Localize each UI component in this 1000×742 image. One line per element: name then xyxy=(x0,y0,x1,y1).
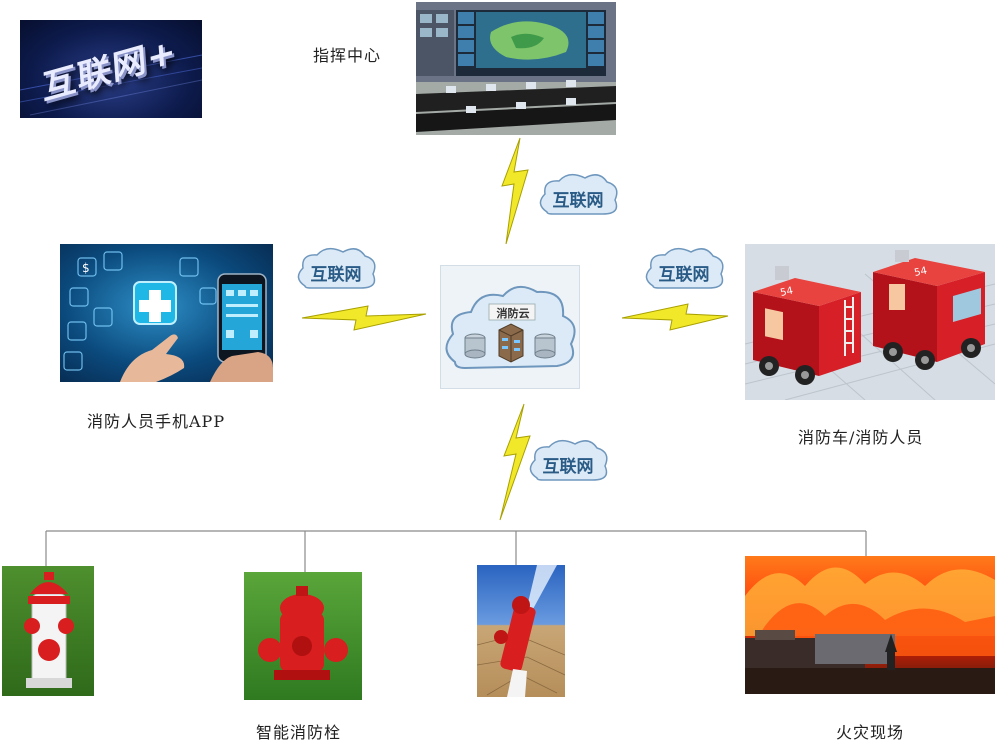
hydrant-illustration-2 xyxy=(244,572,362,700)
hydrant-illustration-3 xyxy=(477,565,565,697)
fire-scene-label: 火灾现场 xyxy=(836,719,904,742)
fire-scene-photo xyxy=(745,556,995,694)
fire-scene-illustration xyxy=(745,556,995,694)
hydrant-photo-3 xyxy=(477,565,565,697)
hydrant-photo-1 xyxy=(2,566,94,696)
hydrant-illustration-1 xyxy=(2,566,94,696)
hydrant-photo-2 xyxy=(244,572,362,700)
smart-hydrant-label: 智能消防栓 xyxy=(256,719,341,742)
